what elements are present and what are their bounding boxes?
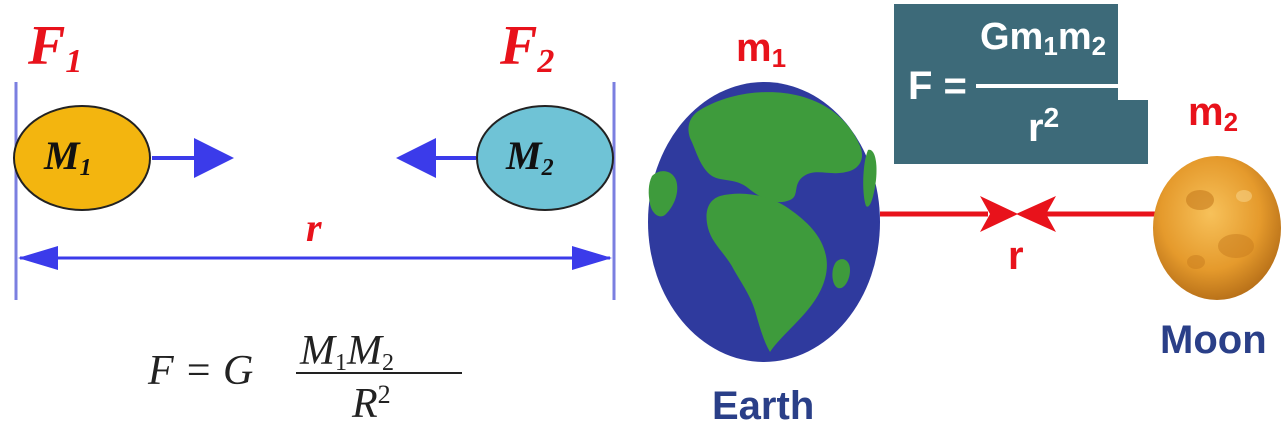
distance-arrowhead-left [18, 246, 58, 270]
formula-left-lhs: F = G [148, 350, 253, 392]
formula-box-bar [976, 84, 1126, 88]
earth-mass-label: m1 [736, 28, 786, 71]
formula-box-denominator: r2 [1028, 104, 1059, 148]
mass2-label: M2 [506, 136, 554, 180]
formula-box: F = Gm1m2 r2 [894, 4, 1148, 164]
formula-left-denominator: R2 [352, 382, 391, 425]
formula-box-cutout [1118, 0, 1148, 100]
formula-box-numerator: Gm1m2 [980, 18, 1106, 59]
force1-label: F1 [28, 18, 82, 79]
moon-globe [1153, 156, 1281, 300]
formula-left-numerator: M1M2 [300, 330, 394, 375]
earth-globe [648, 82, 880, 362]
mass1-label: M1 [44, 136, 92, 180]
moon-mass-label: m2 [1188, 92, 1238, 135]
moon-name: Moon [1160, 320, 1267, 360]
distance-arrowhead-right [572, 246, 612, 270]
distance-label-right: r [1008, 236, 1024, 276]
distance-label-left: r [306, 204, 322, 251]
formula-box-lhs: F = [908, 66, 967, 106]
earth-name: Earth [712, 386, 814, 426]
force2-label: F2 [500, 18, 554, 79]
